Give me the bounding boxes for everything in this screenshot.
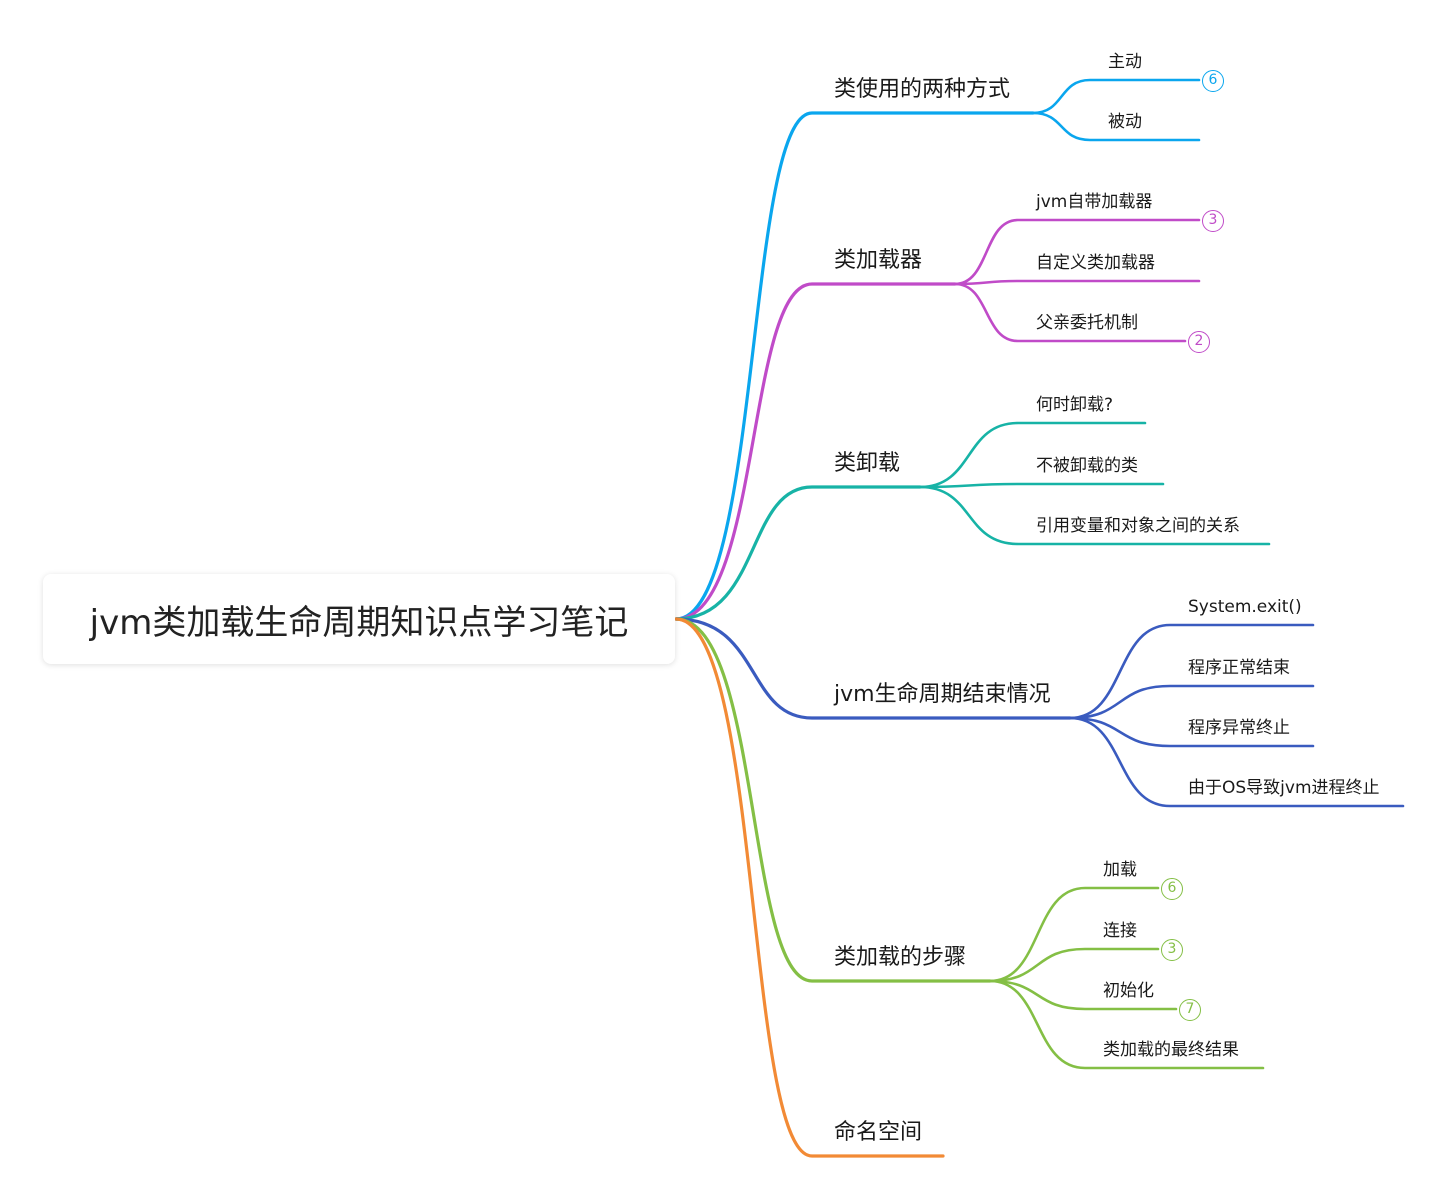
child-connector-2-2: [953, 279, 1201, 286]
branch-4-child-1-label[interactable]: System.exit(): [1188, 597, 1302, 617]
branch-4-child-4-label[interactable]: 由于OS导致jvm进程终止: [1188, 778, 1380, 798]
branch-2-child-2-label[interactable]: 自定义类加载器: [1036, 253, 1155, 273]
child-connector-3-1: [918, 421, 1147, 489]
branch-connector-2: [674, 282, 957, 621]
branch-connector-5: [674, 617, 992, 983]
child-connector-5-4: [988, 979, 1265, 1070]
child-connector-4-3: [1068, 716, 1315, 748]
root-title: jvm类加载生命周期知识点学习笔记: [89, 602, 629, 643]
child-connector-4-4: [1068, 716, 1405, 808]
branch-3-child-3-label[interactable]: 引用变量和对象之间的关系: [1036, 516, 1240, 536]
branch-2-child-1-label[interactable]: jvm自带加载器: [1036, 192, 1153, 212]
root-node[interactable]: jvm类加载生命周期知识点学习笔记: [43, 574, 675, 664]
branch-connector-3: [674, 485, 922, 621]
collapsed-count-badge-5-1[interactable]: 6: [1161, 878, 1183, 900]
branch-5-child-3-label[interactable]: 初始化: [1103, 981, 1154, 1001]
collapsed-count-badge-2-1[interactable]: 3: [1202, 210, 1224, 232]
branch-5-label[interactable]: 类加载的步骤: [834, 945, 967, 970]
branch-6-label[interactable]: 命名空间: [834, 1120, 923, 1145]
collapsed-count-badge-2-3[interactable]: 2: [1188, 331, 1210, 353]
child-connector-5-3: [988, 979, 1178, 1011]
branch-3-label[interactable]: 类卸载: [834, 451, 901, 476]
branch-connector-4: [674, 617, 1072, 720]
child-connector-2-1: [953, 218, 1201, 286]
branch-connector-1: [674, 111, 1035, 621]
branch-4-child-3-label[interactable]: 程序异常终止: [1188, 718, 1290, 738]
child-connector-4-2: [1068, 684, 1315, 720]
branch-4-label[interactable]: jvm生命周期结束情况: [834, 682, 1051, 707]
child-connector-2-3: [953, 282, 1187, 343]
branch-connector-6: [674, 617, 945, 1158]
branch-3-child-1-label[interactable]: 何时卸载?: [1036, 395, 1114, 415]
child-connector-1-1: [1031, 78, 1201, 115]
branch-2-label[interactable]: 类加载器: [834, 248, 923, 273]
branch-5-child-4-label[interactable]: 类加载的最终结果: [1103, 1040, 1239, 1060]
collapsed-count-badge-5-3[interactable]: 7: [1179, 999, 1201, 1021]
child-connector-1-2: [1031, 111, 1201, 142]
branch-1-child-1-label[interactable]: 主动: [1108, 52, 1142, 72]
branch-4-child-2-label[interactable]: 程序正常结束: [1188, 658, 1290, 678]
branch-1-label[interactable]: 类使用的两种方式: [834, 77, 1011, 102]
branch-5-child-2-label[interactable]: 连接: [1103, 921, 1137, 941]
branch-5-child-1-label[interactable]: 加载: [1103, 860, 1137, 880]
collapsed-count-badge-1-1[interactable]: 6: [1202, 70, 1224, 92]
child-connector-3-2: [918, 482, 1165, 489]
collapsed-count-badge-5-2[interactable]: 3: [1161, 939, 1183, 961]
branch-3-child-2-label[interactable]: 不被卸载的类: [1036, 456, 1138, 476]
child-connector-5-2: [988, 947, 1160, 983]
child-connector-3-3: [918, 485, 1271, 546]
child-connector-5-1: [988, 886, 1160, 983]
branch-2-child-3-label[interactable]: 父亲委托机制: [1036, 313, 1138, 333]
child-connector-4-1: [1068, 623, 1315, 720]
branch-1-child-2-label[interactable]: 被动: [1108, 112, 1142, 132]
